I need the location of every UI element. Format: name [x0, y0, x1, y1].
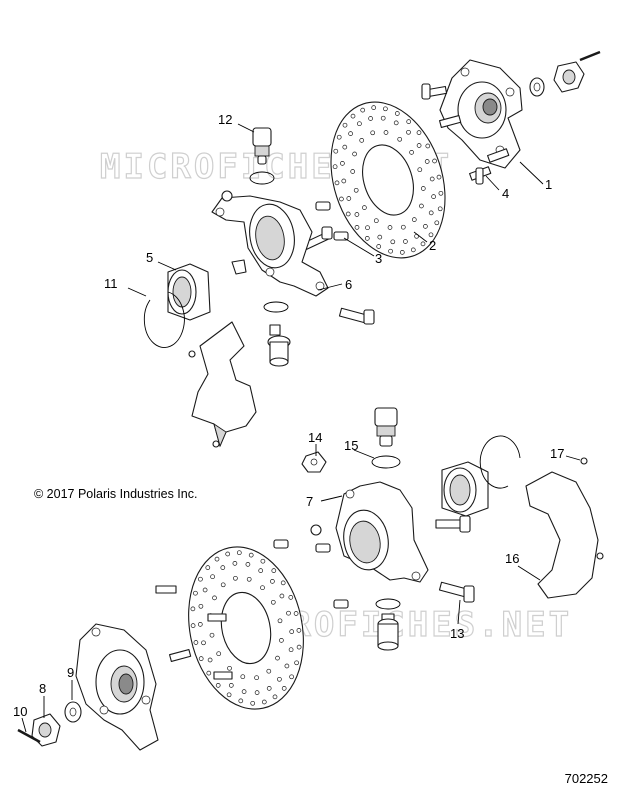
callout-2: 2: [429, 238, 436, 253]
callout-4: 4: [502, 186, 509, 201]
wheel-stud-upper-4: [487, 148, 510, 163]
callout-7: 7: [306, 494, 313, 509]
wheel-stud-upper-2: [439, 114, 462, 129]
bracket-screw-upper-1: [188, 350, 196, 358]
bolt-13: [438, 581, 475, 603]
document-number: 702252: [564, 771, 608, 786]
bracket-screw-lower-17: [580, 457, 588, 465]
wheel-bearing-lower: [441, 461, 489, 517]
circlip-lower-15: [371, 455, 401, 469]
wheel-bearing-upper: [167, 263, 211, 321]
callout-11: 11: [104, 276, 118, 291]
bolt-small-lower-1: [273, 539, 289, 549]
hub-lower: [75, 623, 159, 751]
callout-12: 12: [218, 112, 232, 127]
knuckle-nut-left: [231, 259, 247, 275]
castle-nut-upper: [553, 61, 585, 93]
callout-6: 6: [345, 277, 352, 292]
wheel-stud-lower-1: [155, 585, 177, 594]
bracket-screw-upper-2: [212, 440, 220, 448]
copyright-text: © 2017 Polaris Industries Inc.: [34, 487, 198, 501]
callout-1: 1: [545, 177, 552, 192]
brake-disc-upper: [330, 101, 446, 259]
retaining-ring-lower: [479, 435, 521, 489]
retaining-ring-upper: [143, 291, 185, 348]
hub-upper: [439, 59, 523, 169]
callout-5: 5: [146, 250, 153, 265]
callout-15: 15: [344, 438, 358, 453]
knuckle-nut-lower: [310, 524, 322, 536]
bolt-small-lower-3: [333, 599, 349, 609]
callout-3: 3: [375, 251, 382, 266]
circlip-lower-bottom: [375, 598, 401, 610]
wheel-stud-upper-3: [469, 166, 492, 185]
callout-9: 9: [67, 665, 74, 680]
callout-10: 10: [13, 704, 27, 719]
ball-joint-upper: [252, 127, 272, 165]
caliper-bracket-upper: [191, 321, 257, 448]
wheel-stud-lower-3: [169, 648, 192, 663]
ball-joint-lower-bottom: [377, 613, 399, 651]
cotter-pin-lower-10: [17, 728, 41, 744]
bolt-small-lower-2: [315, 543, 331, 553]
steering-knuckle-upper: [211, 195, 329, 297]
knuckle-bolt-lower-right: [435, 515, 471, 533]
wheel-stud-upper-1: [421, 83, 448, 100]
wheel-stud-lower-2: [207, 613, 227, 622]
knuckle-bolt-lower: [338, 307, 375, 325]
circlip-upper-lower: [263, 301, 289, 313]
bracket-screw-lower-2: [596, 552, 604, 560]
callout-13: 13: [450, 626, 464, 641]
caliper-bracket-lower: [525, 471, 599, 599]
wheel-stud-lower-4: [213, 671, 233, 680]
castle-nut-lower-8: [31, 713, 61, 747]
callout-17: 17: [550, 446, 564, 461]
cotter-pin-upper: [579, 50, 601, 62]
brake-disc-lower: [188, 546, 304, 710]
callout-14: 14: [308, 430, 322, 445]
callout-16: 16: [505, 551, 519, 566]
steering-knuckle-lower: [335, 481, 429, 583]
callout-8: 8: [39, 681, 46, 696]
circlip-upper-12: [249, 171, 275, 185]
ball-joint-lower-top: [374, 407, 398, 447]
knuckle-bolt-top: [221, 190, 233, 202]
ball-joint-upper-lower: [267, 324, 291, 367]
bolt-small-upper-1: [315, 201, 331, 211]
